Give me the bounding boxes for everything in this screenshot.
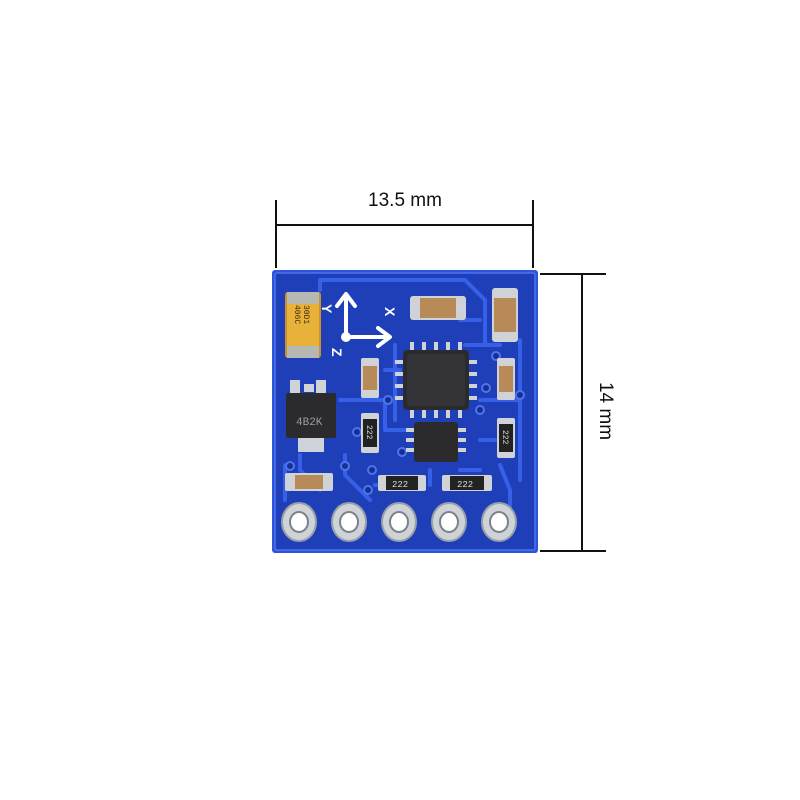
resistor-horizontal-left [285,473,333,491]
width-dimension-line [275,200,534,268]
header-pin-4 [431,502,467,542]
header-pin-3 [381,502,417,542]
header-pin-5 [481,502,517,542]
axis-indicator [335,292,392,348]
height-dimension-line [540,273,606,552]
resistor-vertical-left: 222 [361,413,379,453]
smd-capacitor-right [492,288,518,342]
smd-component-right [497,358,515,400]
resistor-marking-1: 222 [364,425,373,440]
resistor-marking-4: 222 [457,480,473,490]
resistor-horizontal-right: 222 [442,475,492,491]
axis-z-label: Z [329,348,345,357]
header-pin-1 [281,502,317,542]
width-dimension-label: 13.5 mm [368,190,442,211]
axis-x-label: X [382,307,398,317]
soic-chip [406,422,466,462]
smd-capacitor-top [410,296,466,320]
sensor-ic [395,342,477,418]
capacitor-marking-line-2: 30D1 [301,305,310,324]
pcb-traces [283,278,522,512]
tantalum-capacitor: 406C 30D1 [285,292,321,358]
capacitor-marking-line-1: 406C [292,305,301,324]
resistor-marking-2: 222 [500,430,509,445]
header-pin-2 [331,502,367,542]
smd-component-left [361,358,379,398]
resistor-horizontal-middle: 222 [378,475,426,491]
voltage-regulator: 4B2K [286,380,336,452]
resistor-vertical-right: 222 [497,418,515,458]
regulator-marking: 4B2K [296,417,323,429]
axis-origin-dot [341,332,351,342]
resistor-marking-3: 222 [392,480,408,490]
axis-y-label: Y [319,304,335,314]
header-pins [281,502,517,542]
